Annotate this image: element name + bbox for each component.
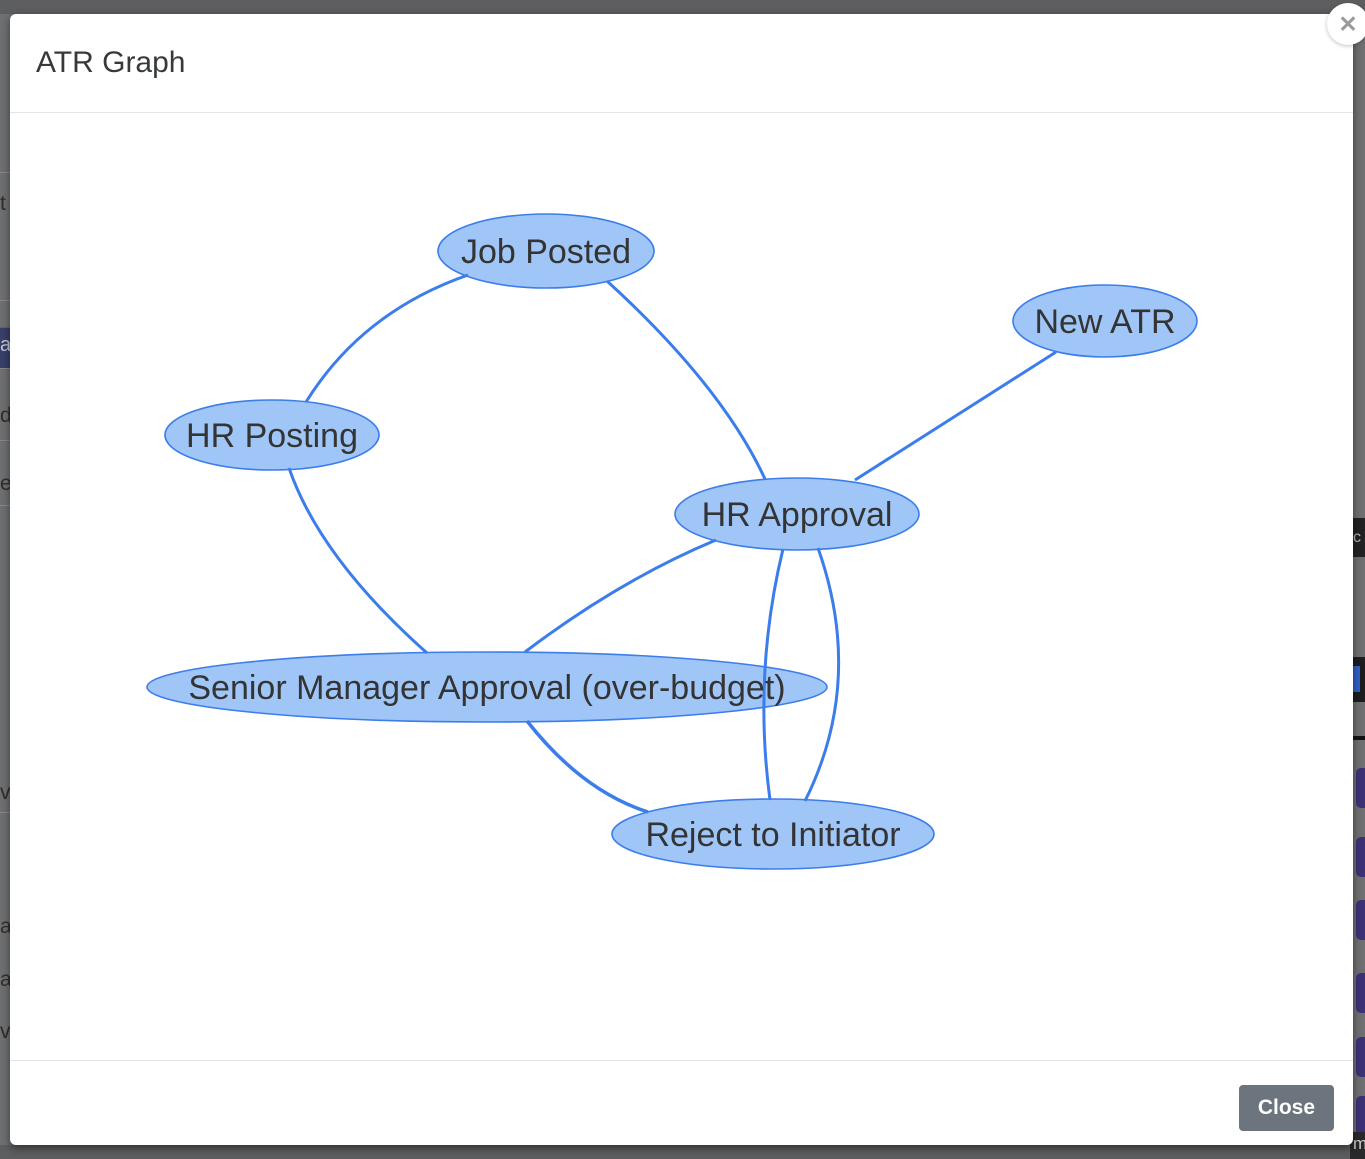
backdrop-top-strip <box>0 0 1365 14</box>
modal-header: ATR Graph <box>10 14 1353 113</box>
modal-close-icon-button[interactable]: ✕ <box>1327 3 1365 45</box>
backdrop-row-line <box>0 368 10 369</box>
backdrop-selected-row-fragment: a <box>0 327 12 368</box>
node-hr-approval[interactable] <box>674 477 920 551</box>
backdrop-selected-row-text: a <box>0 334 12 356</box>
node-job-posted[interactable] <box>437 213 655 289</box>
backdrop-button-fragment <box>1356 1096 1365 1136</box>
node-reject-to-initiator[interactable] <box>611 798 935 870</box>
backdrop-bottom-strip <box>0 1145 1365 1159</box>
backdrop-text-fragment: a <box>0 968 12 991</box>
edge-job-posted-to-hr-posting <box>304 273 469 403</box>
node-label-hr-approval: HR Approval <box>702 496 893 534</box>
backdrop-button-fragment <box>1356 1037 1365 1077</box>
node-label-new-atr: New ATR <box>1034 303 1175 341</box>
node-new-atr[interactable] <box>1012 284 1198 358</box>
backdrop-text-fragment: e <box>0 472 12 495</box>
backdrop-text-fragment: d <box>0 404 12 427</box>
close-button[interactable]: Close <box>1238 1085 1334 1131</box>
node-label-hr-posting: HR Posting <box>186 417 358 455</box>
node-hr-posting[interactable] <box>164 399 380 471</box>
backdrop-blue-fragment <box>1353 666 1360 692</box>
backdrop-button-fragment <box>1356 900 1365 940</box>
backdrop-dark-row-fragment <box>1353 657 1365 702</box>
backdrop-text-fragment: a <box>0 915 12 938</box>
backdrop-text-fragment: t <box>0 192 6 215</box>
edge-reject-to-initiator-to-hr-approval <box>803 547 841 802</box>
edge-hr-posting-to-senior-manager-approval <box>287 467 428 655</box>
node-label-job-posted: Job Posted <box>461 233 631 271</box>
backdrop-bottom-right-fragment: m <box>1350 1132 1365 1159</box>
backdrop-row-line <box>0 505 10 506</box>
backdrop-row-line <box>0 812 10 813</box>
close-icon: ✕ <box>1338 10 1358 37</box>
node-label-senior-manager-approval: Senior Manager Approval (over-budget) <box>188 669 785 707</box>
modal-title: ATR Graph <box>36 46 186 79</box>
backdrop-row-line <box>0 300 10 301</box>
backdrop-button-fragment <box>1356 973 1365 1013</box>
node-senior-manager-approval[interactable] <box>146 651 828 723</box>
backdrop-right-strip: c <box>1353 14 1365 1145</box>
edge-senior-manager-approval-to-reject-to-initiator <box>525 719 649 814</box>
backdrop-table-header-fragment: c <box>1353 518 1365 557</box>
edge-new-atr-to-hr-approval <box>854 350 1057 482</box>
backdrop-text-fragment: vi <box>0 1020 12 1043</box>
backdrop-row-line <box>0 440 10 441</box>
node-label-reject-to-initiator: Reject to Initiator <box>645 816 900 854</box>
backdrop-left-strip: a t d e vi a a vi <box>0 14 12 1145</box>
edge-hr-approval-to-reject-to-initiator <box>762 548 785 801</box>
backdrop-row-line <box>0 172 10 173</box>
edge-hr-approval-to-senior-manager-approval <box>524 538 717 654</box>
backdrop-divider-fragment <box>1353 736 1365 740</box>
edge-job-posted-to-hr-approval <box>605 279 767 480</box>
backdrop-button-fragment <box>1356 837 1365 877</box>
backdrop-row-line <box>0 327 10 328</box>
backdrop-button-fragment <box>1356 768 1365 808</box>
backdrop-text-fragment: vi <box>0 781 12 804</box>
modal-footer: Close <box>10 1060 1353 1145</box>
